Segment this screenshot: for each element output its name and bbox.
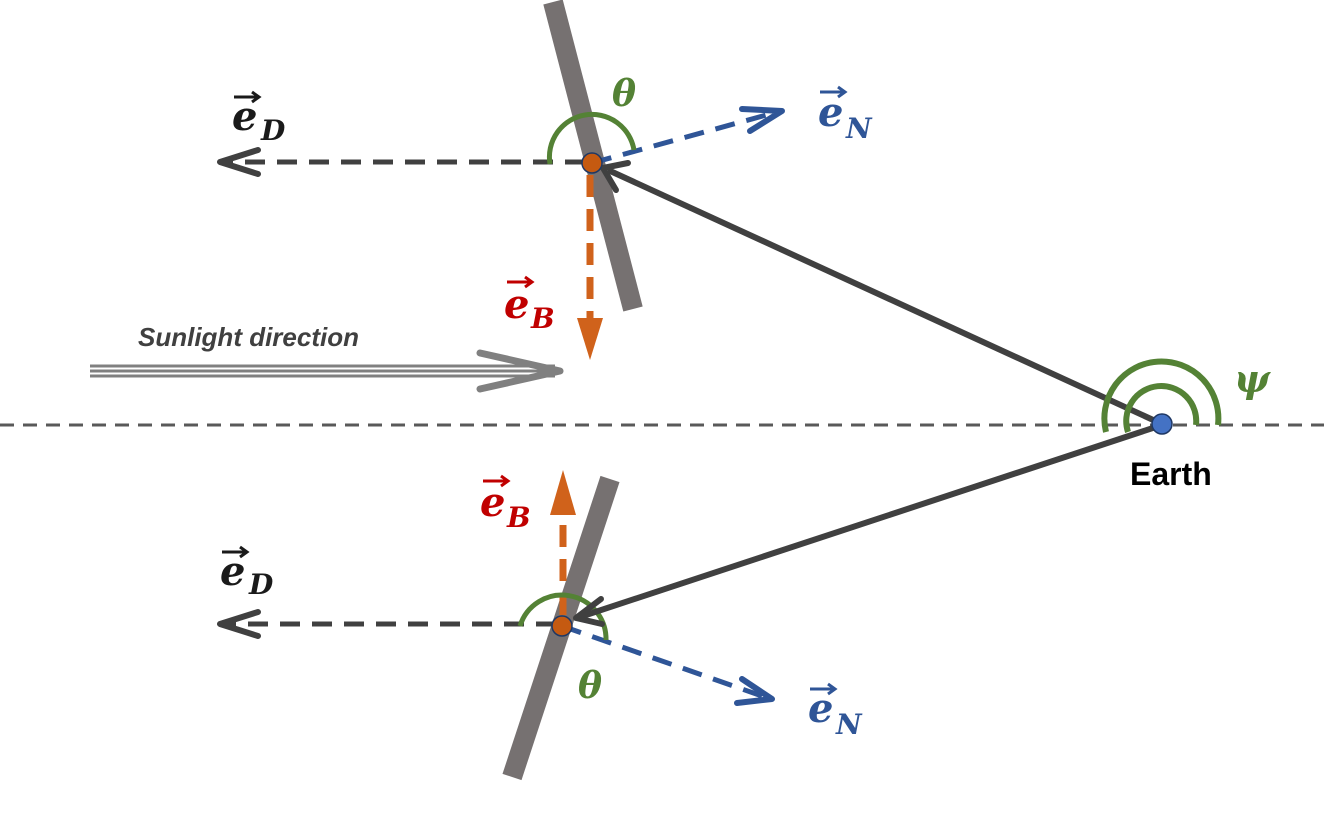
svg-text:e: e: [504, 281, 529, 328]
svg-text:D: D: [248, 568, 274, 601]
sunlight-arrow: [90, 349, 564, 393]
sail-bottom-dot: [551, 615, 573, 637]
earth-label: Earth: [1130, 456, 1212, 492]
svg-text:e: e: [480, 479, 505, 526]
svg-text:e: e: [818, 89, 843, 136]
svg-text:e: e: [232, 93, 257, 140]
sunlight-label: Sunlight direction: [138, 322, 359, 352]
e-d-top-label: e D: [232, 90, 286, 147]
e-b-bottom-label: e B: [480, 474, 531, 534]
e-n-top-label: e N: [818, 85, 873, 145]
svg-text:N: N: [845, 112, 873, 145]
e-n-top-arrow: [591, 106, 785, 166]
psi-arc-inner: [1123, 383, 1200, 433]
svg-text:B: B: [506, 501, 531, 534]
e-b-top-label: e B: [504, 275, 555, 335]
earth-dot: [1151, 413, 1173, 435]
e-n-bottom-label: e N: [808, 682, 863, 741]
psi-label: ψ: [1234, 356, 1271, 401]
svg-text:D: D: [260, 114, 286, 147]
earth-to-top-sail-line: [600, 160, 1164, 427]
e-b-top-arrow: [577, 175, 603, 360]
svg-text:B: B: [530, 302, 555, 335]
psi-arc-outer: [1101, 358, 1222, 433]
svg-text:e: e: [808, 685, 833, 732]
e-d-bottom-arrow: [217, 609, 556, 639]
theta-label-bottom: θ: [578, 665, 602, 707]
e-n-bottom-arrow: [561, 623, 775, 706]
e-d-bottom-label: e D: [220, 545, 274, 601]
theta-label-top: θ: [612, 73, 636, 115]
e-d-top-arrow: [217, 147, 585, 177]
theta-arc-top: [546, 111, 637, 165]
earth-to-bottom-sail-line: [573, 422, 1163, 627]
svg-text:N: N: [835, 708, 863, 741]
svg-text:e: e: [220, 548, 245, 595]
sail-top-dot: [581, 152, 603, 174]
